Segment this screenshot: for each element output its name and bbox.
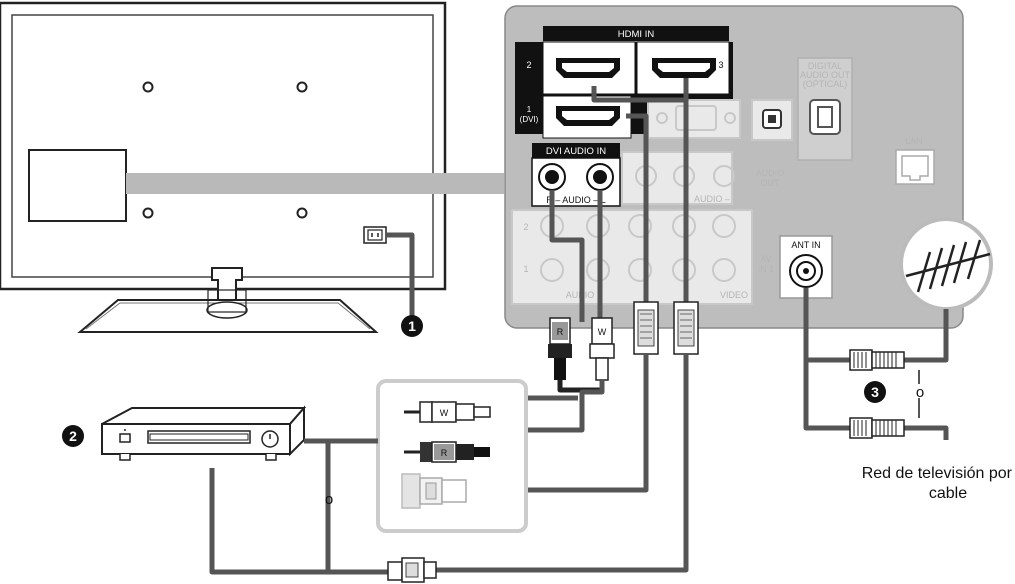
bottom-hdmi-plug [387,557,437,583]
callout-2-number: 2 [69,428,77,444]
plug-red-label: R [557,327,564,337]
jack-panel-zoom: HDMI IN 2 3 1 (DVI) DIGITAL AUDIO OUT (O… [504,5,964,329]
callout-2-badge: 2 [62,425,84,447]
hdmi-cable-lower [434,354,689,573]
hdmi-port-1-dvi-label: (DVI) [520,115,539,124]
audio-out-channels-label: AUDIO – [694,194,730,204]
audio-plug-white: W [589,317,615,381]
svg-text:IN 1: IN 1 [758,264,775,274]
row-1-label: 1 [523,264,528,274]
svg-text:OUT: OUT [761,178,781,188]
hdmi-port-2-label: 2 [526,60,531,70]
callout-1-number: 1 [408,318,416,334]
svg-text:AUDIO OUT: AUDIO OUT [800,70,851,80]
optical-port [809,99,841,135]
digital-audio-out-label: DIGITAL [808,61,842,71]
hdmi-port-3-label: 3 [718,60,723,70]
av-in-label: AV [760,254,771,264]
callout-1-badge: 1 [401,315,423,337]
audio-plug-red: R [548,317,572,380]
dvi-audio-in-label: DVI AUDIO IN [546,146,606,157]
power-cable [386,232,415,316]
power-socket [363,226,387,244]
svg-text:(OPTICAL): (OPTICAL) [803,79,848,89]
antenna-or-label: o [916,384,924,401]
zoom-connector-band [126,173,504,194]
plug-white-label: W [598,327,607,337]
hdmi-in-label: HDMI IN [618,29,655,40]
video-label: VIDEO [720,290,748,300]
dvi-plug [633,301,659,355]
dvi-audio-channels-label: R – AUDIO – L [546,195,606,205]
box-plug-white-label: W [440,408,449,418]
cable-network-feed [904,425,949,440]
antenna-circle [899,217,993,311]
audio-cable-r-route [549,190,585,322]
tv-inner-frame [11,14,434,278]
callout-3-number: 3 [871,384,879,400]
callout-3-badge: 3 [864,381,886,403]
ant-cable-lower [803,288,850,431]
wall-mount-hole [296,81,308,93]
wall-mount-hole [142,207,154,219]
box-plug-white: W [404,401,491,423]
lan-label: LAN [905,136,923,146]
cable-network-label-line1: Red de televisión por [862,465,1013,482]
device-cable-bottom [209,468,390,575]
box-plug-red-label: R [441,448,448,458]
hdmi-link-line [591,78,689,103]
coax-plug-upper [849,349,905,371]
tv-rear-view [0,1,504,333]
coax-plug-lower [849,417,905,439]
box-dvi-connector [401,473,467,509]
rear-jack-panel [28,149,127,222]
dvi-cable-upper [626,113,649,302]
device-or-label: o [325,491,333,508]
antenna-feed-cable [904,309,949,363]
audio-out-label: AUDIO [756,168,785,178]
ant-in-label: ANT IN [791,240,820,250]
hdmi-port-1-label: 1 [527,105,532,114]
hdmi-plug [673,301,699,355]
tv-stand-neck [211,267,243,301]
wall-mount-hole [296,207,308,219]
external-device [101,405,307,461]
box-plug-red: R [404,441,490,463]
row-2-label: 2 [523,222,528,232]
cable-network-label-line2: cable [929,485,967,502]
wall-mount-hole [142,81,154,93]
